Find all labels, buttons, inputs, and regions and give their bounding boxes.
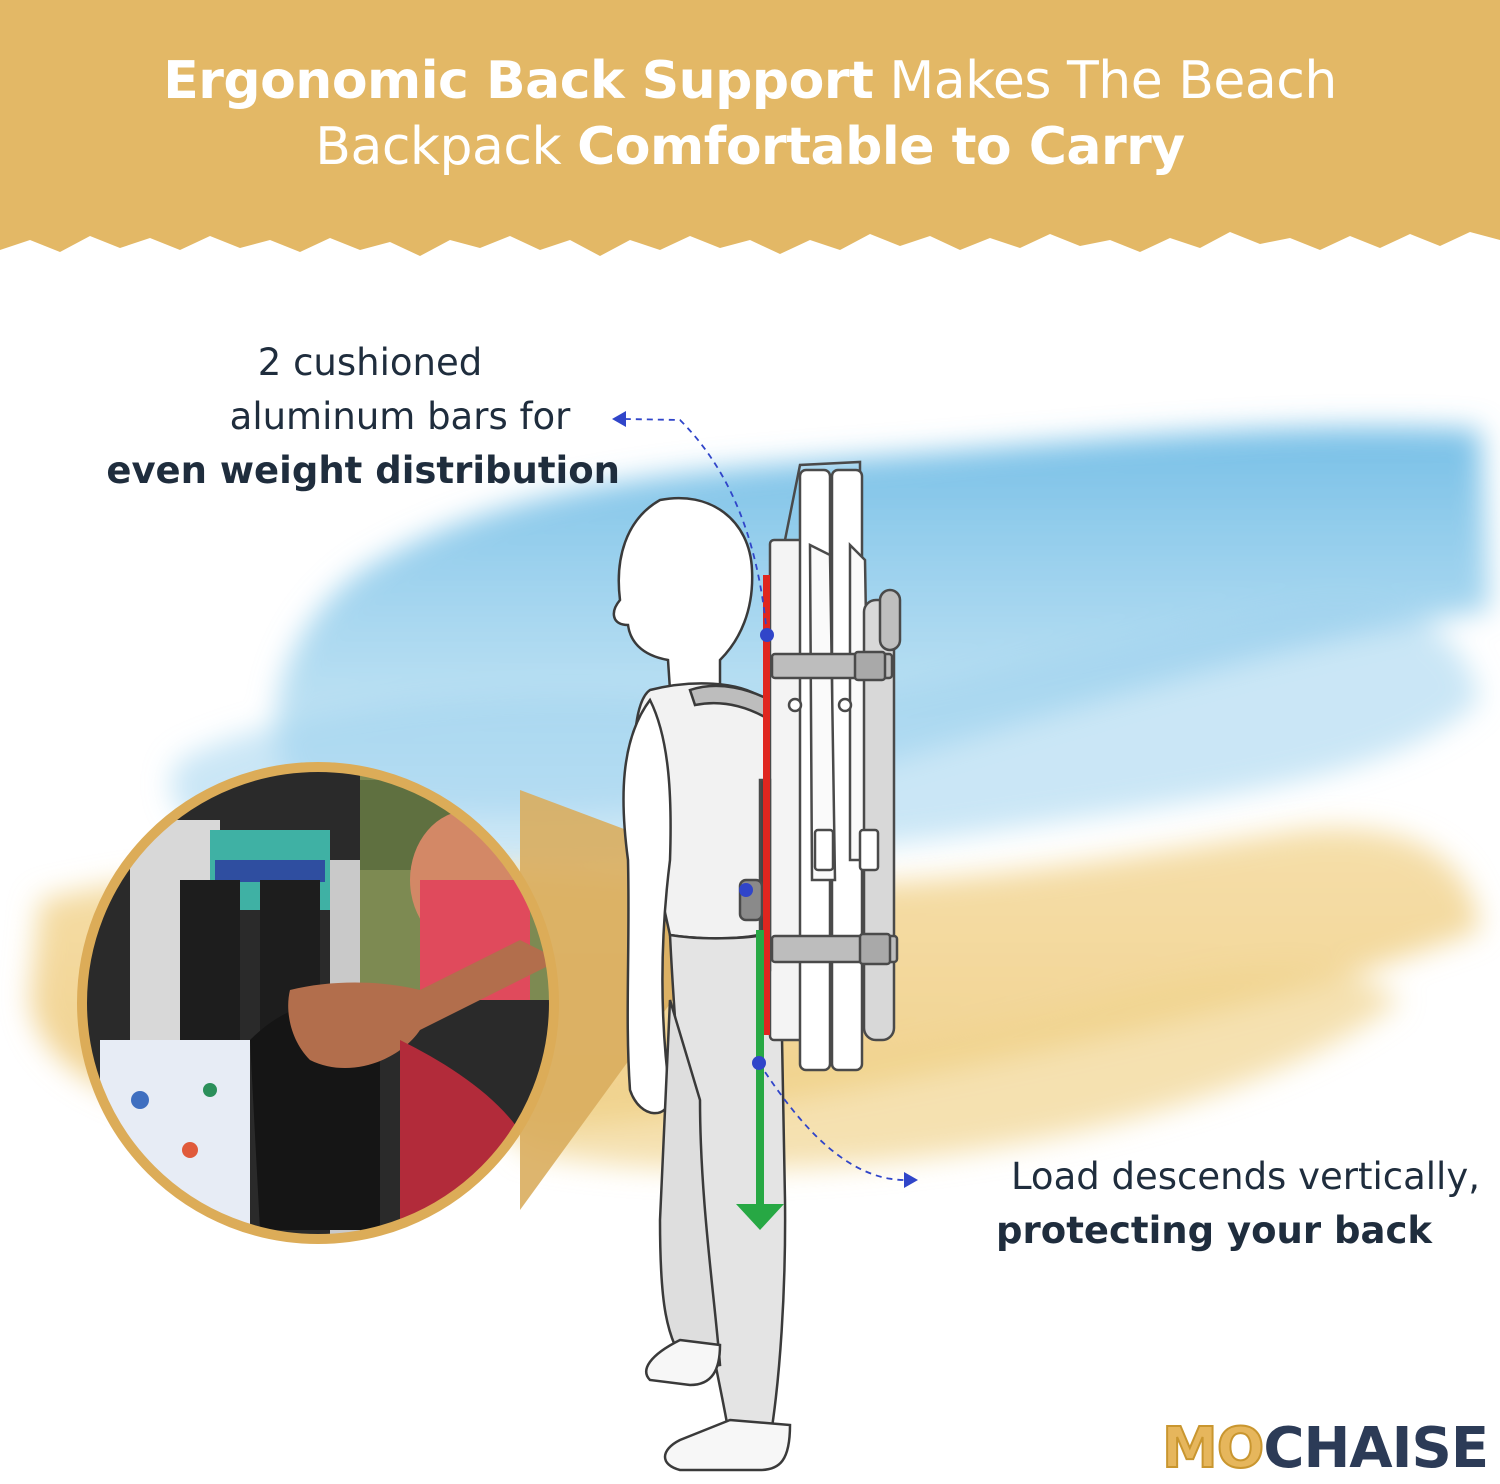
red-bar-marker: [763, 575, 770, 1035]
callout-bottom-line1: Load descends vertically,: [1010, 1155, 1480, 1198]
logo-mo: MO: [1161, 1416, 1265, 1481]
logo-chaise: CHAISE: [1263, 1416, 1489, 1481]
headline-line1-bold: Ergonomic Back Support: [163, 51, 874, 111]
zoom-circle-photo: [77, 762, 559, 1244]
figure-illustration: [612, 496, 792, 1472]
headline-line2-bold: Comfortable to Carry: [577, 117, 1185, 177]
headline-line2-regular: Backpack: [315, 117, 578, 177]
header-banner: Ergonomic Back Support Makes The Beach B…: [0, 0, 1500, 270]
headline: Ergonomic Back Support Makes The Beach B…: [0, 48, 1500, 180]
callout-top-line1: 2 cushioned: [257, 341, 483, 384]
brand-logo: MOCHAISE: [1161, 1416, 1489, 1481]
callout-aluminum-bars: 2 cushioned aluminum bars for even weigh…: [80, 336, 620, 498]
callout-top-line2: aluminum bars for: [229, 395, 571, 438]
dashed-pointer-arrow: [624, 418, 906, 1181]
callout-top-line3: even weight distribution: [106, 449, 620, 492]
callout-load-descends: Load descends vertically, protecting you…: [935, 1150, 1480, 1258]
headline-line1-regular: Makes The Beach: [873, 51, 1337, 111]
green-load-arrow: [736, 930, 784, 1230]
callout-bottom-line2: protecting your back: [996, 1209, 1432, 1252]
